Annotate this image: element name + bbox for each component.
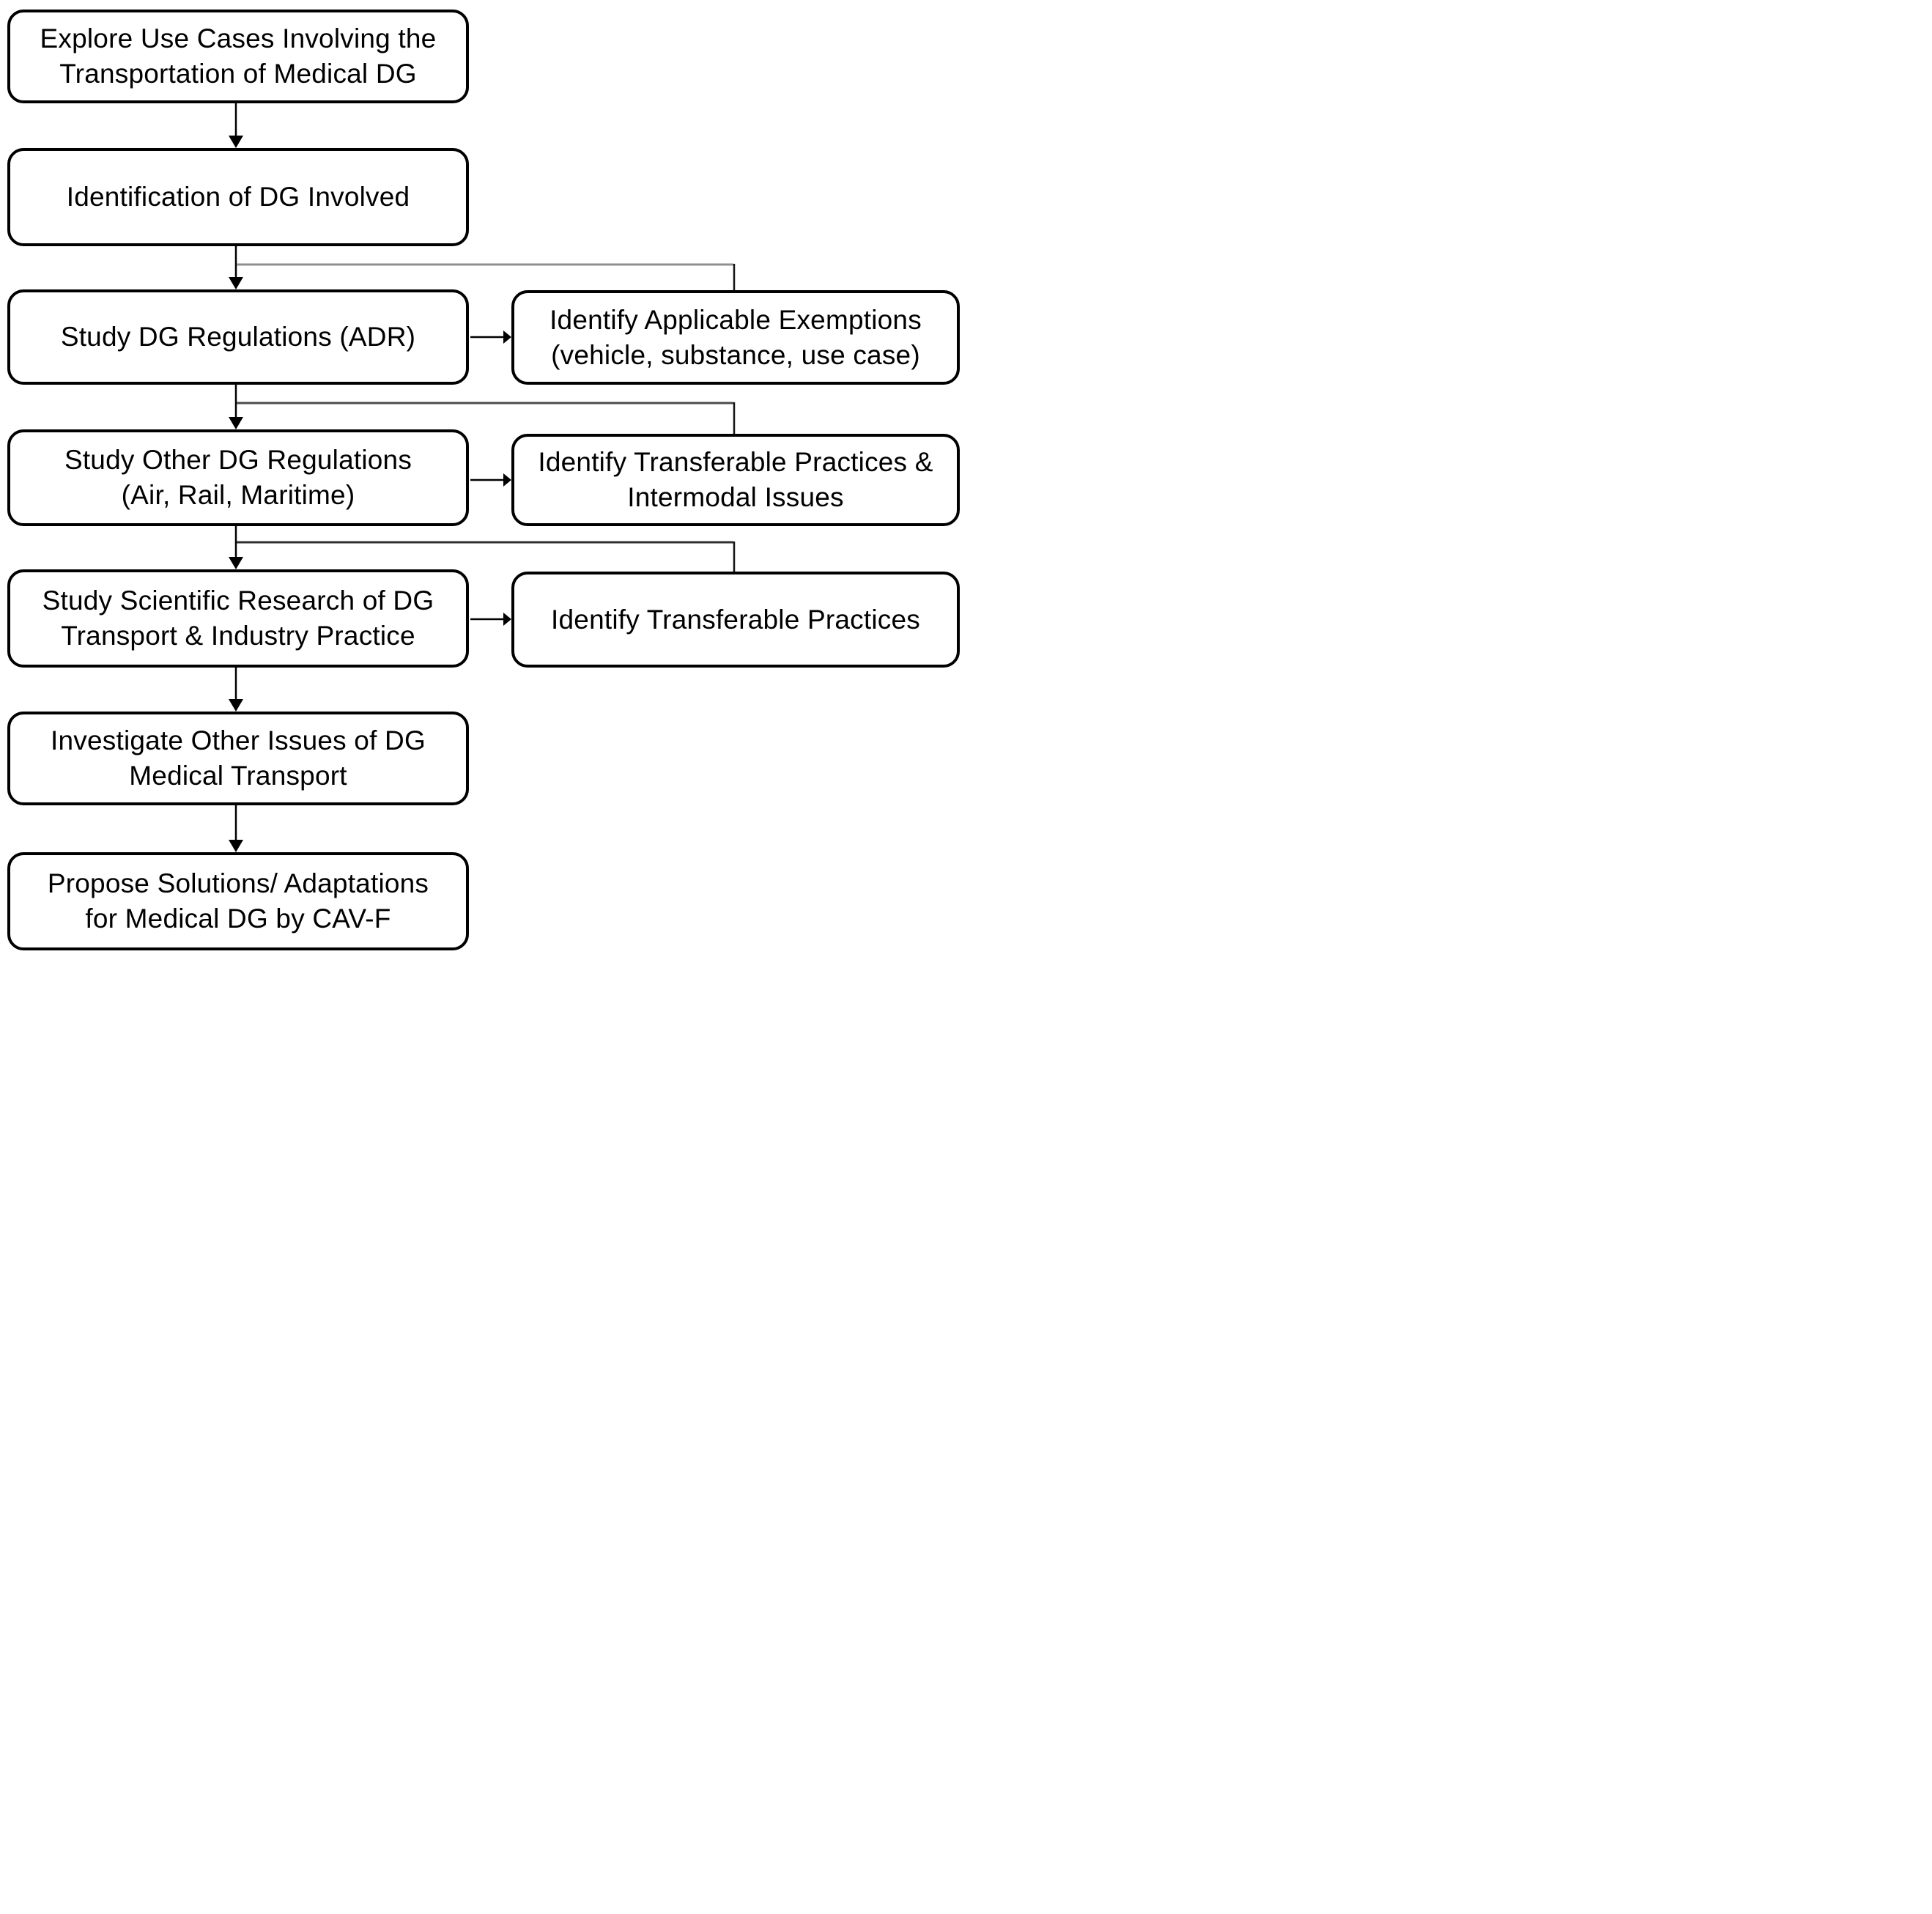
node-line: (Air, Rail, Maritime) <box>121 480 355 510</box>
connector-study-other-to-intermodal <box>470 473 511 487</box>
node-line: Identify Applicable Exemptions <box>549 304 922 335</box>
flow-node-explore-use-cases: Explore Use Cases Involving the Transpor… <box>7 10 469 103</box>
node-line: Identify Transferable Practices & <box>538 447 933 477</box>
arrowhead-down-icon <box>229 136 243 148</box>
connector-scientific-to-investigate <box>229 668 243 712</box>
arrowhead-right-icon <box>503 613 511 626</box>
connector-layer <box>229 103 736 852</box>
flow-node-identification-dg: Identification of DG Involved <box>7 148 469 246</box>
arrowhead-down-icon <box>229 699 243 712</box>
node-line: Transport & Industry Practice <box>61 621 415 651</box>
connector-scientific-to-transferable <box>470 613 511 626</box>
branch-study-other-to-transferable <box>237 541 736 572</box>
arrowhead-right-icon <box>503 330 511 344</box>
branch-identification-to-exemptions <box>237 263 736 290</box>
connector-study-other-to-scientific <box>229 526 243 569</box>
flow-node-study-dg-regulations: Study DG Regulations (ADR) <box>7 289 469 385</box>
node-line: for Medical DG by CAV-F <box>85 904 391 934</box>
node-line: Propose Solutions/ Adaptations <box>47 868 429 898</box>
node-line: Investigate Other Issues of DG <box>51 725 426 755</box>
branch-study-adr-to-intermodal <box>237 402 736 434</box>
flow-node-identify-transferable: Identify Transferable Practices <box>511 572 960 668</box>
connector-explore-to-identification <box>229 103 243 148</box>
node-line: Explore Use Cases Involving the <box>40 23 437 53</box>
connector-study-adr-to-exemptions <box>470 330 511 344</box>
arrowhead-down-icon <box>229 840 243 852</box>
node-line: (vehicle, substance, use case) <box>551 339 920 370</box>
flow-node-investigate-other-issues: Investigate Other Issues of DG Medical T… <box>7 712 469 805</box>
arrowhead-down-icon <box>229 417 243 429</box>
node-line: Identify Transferable Practices <box>551 604 920 635</box>
connector-investigate-to-propose <box>229 805 243 852</box>
flow-node-propose-solutions: Propose Solutions/ Adaptations for Medic… <box>7 852 469 950</box>
arrowhead-right-icon <box>503 473 511 487</box>
connector-study-adr-to-study-other <box>229 385 243 429</box>
flow-node-identify-exemptions: Identify Applicable Exemptions (vehicle,… <box>511 290 960 385</box>
connector-identification-to-study-adr <box>229 246 243 289</box>
node-line: Intermodal Issues <box>627 482 844 512</box>
flowchart-canvas: Explore Use Cases Involving the Transpor… <box>0 0 966 957</box>
flow-node-study-scientific-research: Study Scientific Research of DG Transpor… <box>7 569 469 668</box>
node-line: Transportation of Medical DG <box>59 59 417 89</box>
arrowhead-down-icon <box>229 557 243 569</box>
arrowhead-down-icon <box>229 277 243 289</box>
node-line: Study Other DG Regulations <box>64 445 412 475</box>
flow-node-study-other-dg-regulations: Study Other DG Regulations (Air, Rail, M… <box>7 429 469 526</box>
node-line: Study DG Regulations (ADR) <box>60 322 416 352</box>
node-line: Medical Transport <box>129 761 347 791</box>
flow-node-identify-transferable-intermodal: Identify Transferable Practices & Interm… <box>511 434 960 526</box>
node-line: Identification of DG Involved <box>66 182 410 212</box>
node-line: Study Scientific Research of DG <box>42 585 434 616</box>
